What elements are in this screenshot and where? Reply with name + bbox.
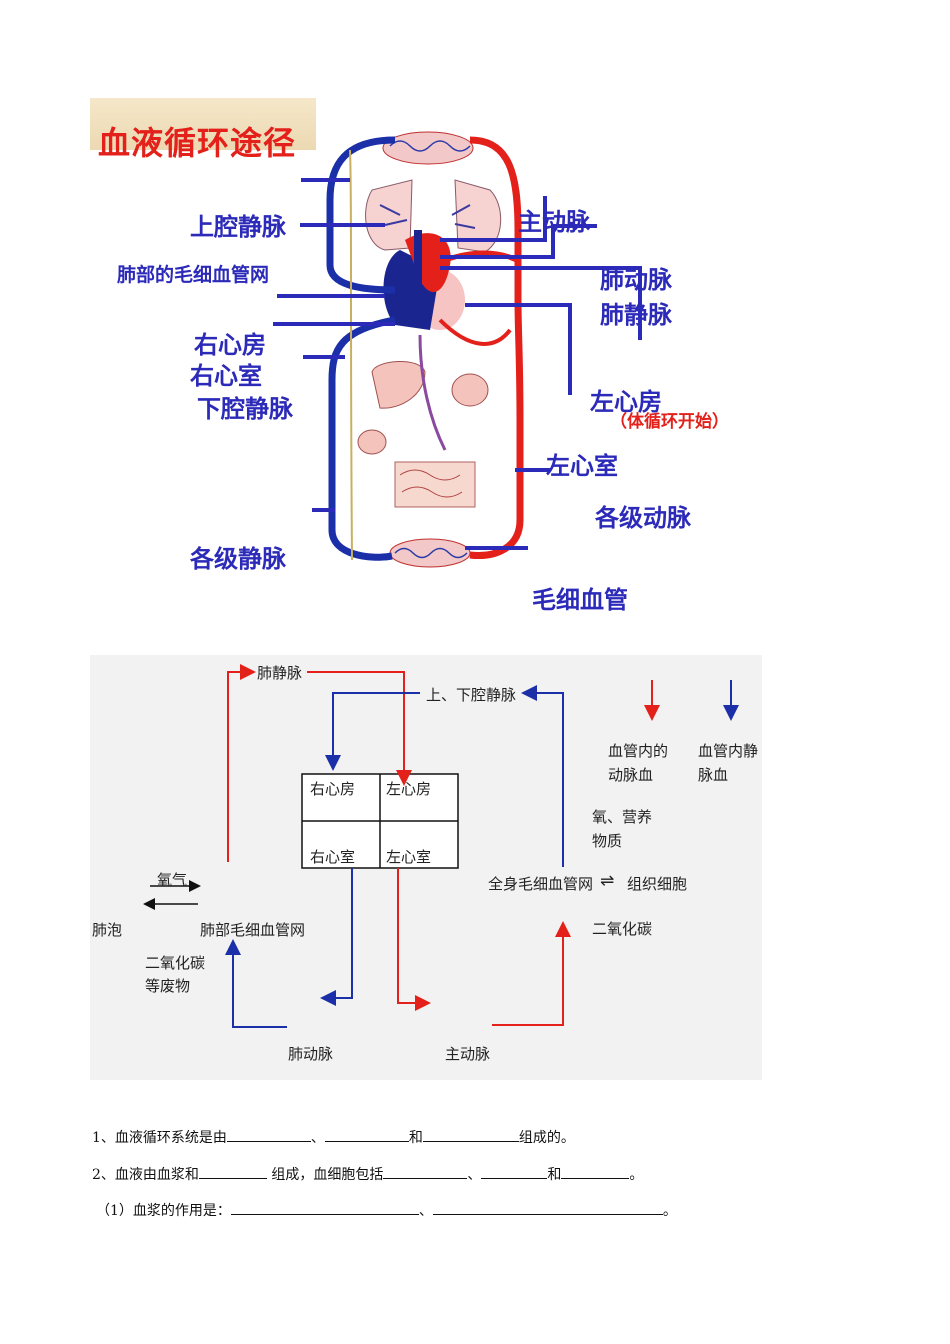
flow-left-ventricle: 左心室 (386, 846, 431, 867)
flow-o2-nutrients-line2: 物质 (592, 830, 622, 851)
blank[interactable] (433, 1202, 663, 1215)
question-2: 2、血液由血浆和 组成，血细胞包括、和。 (92, 1164, 643, 1184)
blank[interactable] (383, 1166, 467, 1179)
flow-tissue-cells: 组织细胞 (627, 873, 687, 894)
blank[interactable] (199, 1166, 267, 1179)
blank[interactable] (423, 1129, 519, 1142)
question-3: （1）血浆的作用是：、。 (96, 1200, 677, 1220)
legend-artery-line2: 动脉血 (608, 764, 653, 785)
question-1: 1、血液循环系统是由、和组成的。 (92, 1127, 575, 1147)
flow-oxygen: 氧气 (157, 869, 187, 890)
legend-vein-line1: 血管内静 (698, 740, 758, 761)
blank[interactable] (227, 1129, 311, 1142)
flow-chart-arrows (0, 0, 950, 1090)
flow-right-atrium: 右心房 (310, 778, 355, 799)
blank[interactable] (325, 1129, 409, 1142)
legend-vein-line2: 脉血 (698, 764, 728, 785)
flow-co2-waste-line2: 等废物 (145, 975, 190, 996)
flow-right-ventricle: 右心室 (310, 846, 355, 867)
legend-artery-line1: 血管内的 (608, 740, 668, 761)
blank[interactable] (561, 1166, 629, 1179)
flow-alveoli: 肺泡 (92, 919, 122, 940)
flow-aorta: 主动脉 (445, 1043, 490, 1064)
flow-left-atrium: 左心房 (386, 778, 431, 799)
flow-lung-capillary-net: 肺部毛细血管网 (200, 919, 305, 940)
flow-co2-waste-line1: 二氧化碳 (145, 952, 205, 973)
flow-pulmonary-artery: 肺动脉 (288, 1043, 333, 1064)
flow-pulmonary-vein: 肺静脉 (257, 662, 302, 683)
blank[interactable] (231, 1202, 419, 1215)
flow-vena-cava: 上、下腔静脉 (426, 684, 516, 705)
flow-o2-nutrients-line1: 氧、营养 (592, 806, 652, 827)
flow-co2: 二氧化碳 (592, 918, 652, 939)
blank[interactable] (481, 1166, 547, 1179)
flow-exchange-arrows: ⇌ (600, 871, 614, 891)
flow-body-capillary-net: 全身毛细血管网 (488, 873, 593, 894)
